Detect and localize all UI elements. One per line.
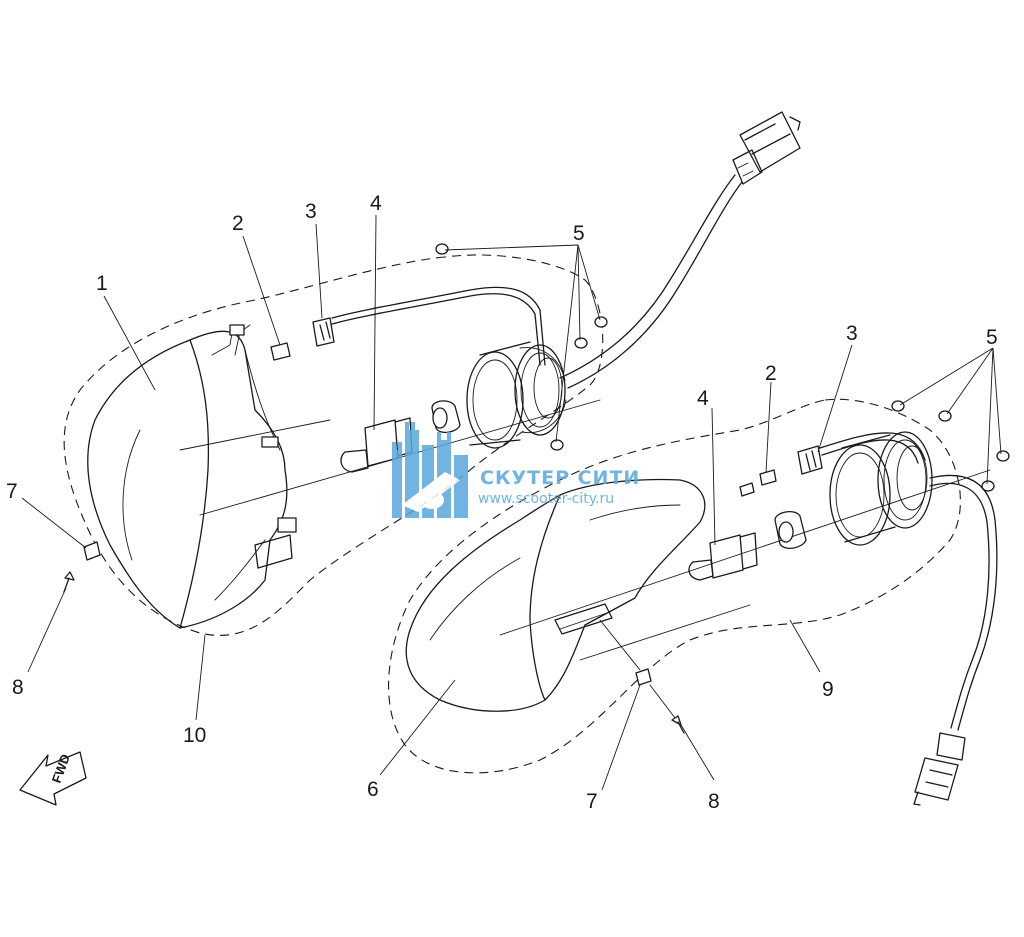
left-lamp-lens-curve: [122, 429, 141, 561]
watermark-title: СКУТЕР СИТИ: [480, 467, 640, 489]
right-lamp-lens-edge: [529, 494, 561, 701]
right-callout-5: 5: [986, 326, 998, 349]
left-callout-10: 10: [183, 724, 206, 747]
left-lamp-lens-edge: [179, 339, 210, 629]
left-headlight-assembly: [63, 111, 801, 636]
right-callout-6: 6: [367, 778, 379, 801]
right-callout-4: 4: [697, 387, 709, 410]
left-assembly-outline: [63, 254, 604, 636]
right-lamp-reflector-slot: [554, 603, 613, 635]
right-dust-cover: [829, 431, 933, 546]
watermark: СКУТЕР СИТИ www.scooter-city.ru: [392, 422, 640, 518]
right-assembly-axis: [499, 469, 991, 636]
left-callout-4: 4: [370, 192, 382, 215]
fwd-label: FWD: [49, 752, 73, 785]
right-bulb-connector: [774, 510, 807, 550]
left-housing-bracket: [254, 534, 293, 569]
right-lamp-contours: [429, 504, 681, 641]
right-callout-2: 2: [765, 362, 777, 385]
left-housing-post-mid: [261, 436, 279, 448]
left-callout-8: 8: [12, 676, 24, 699]
left-nuts: [435, 243, 608, 451]
right-callout-3: 3: [846, 322, 858, 345]
right-axis-aux: [579, 604, 751, 661]
fwd-direction-arrow: FWD: [19, 751, 87, 806]
right-main-bulb: [688, 532, 758, 581]
left-bulb-connector: [431, 400, 461, 434]
left-dust-cover: [466, 341, 567, 449]
right-assembly-outline: [388, 398, 961, 774]
right-clip-axis: [599, 619, 676, 719]
right-callout-8: 8: [708, 790, 720, 813]
right-headlight-assembly: [388, 398, 1010, 806]
right-wiring-harness: [913, 474, 998, 806]
right-housing-post: [739, 482, 755, 497]
left-clip: [83, 541, 101, 561]
right-clip: [635, 668, 652, 686]
left-housing-post-top: [229, 324, 245, 336]
left-callout-1: 1: [96, 272, 108, 295]
watermark-logo-icon: [392, 422, 468, 518]
right-lamp-housing: [405, 478, 706, 712]
right-callout-9: 9: [822, 678, 834, 701]
left-socket-sleeve: [270, 342, 291, 361]
left-callout-7: 7: [6, 480, 18, 503]
left-callout-3: 3: [305, 200, 317, 223]
left-position-lamp-socket: [312, 286, 546, 366]
left-callout-2: 2: [232, 212, 244, 235]
watermark-url: www.scooter-city.ru: [478, 491, 614, 507]
left-housing-adjuster: [277, 517, 297, 533]
right-screw: [671, 715, 685, 734]
left-axis-aux: [179, 419, 331, 451]
left-lamp-body-side: [214, 349, 281, 601]
leader-lines: [21, 214, 1002, 791]
right-callout-7: 7: [586, 790, 598, 813]
right-nuts: [891, 400, 1010, 492]
right-lamp-slot-inner: [559, 611, 611, 630]
callout-numbers: 1 2 3 4 5 7 8 10 2 3 4 5 6 7 8 9: [6, 192, 998, 813]
left-callout-5: 5: [573, 222, 585, 245]
left-lamp-housing: [87, 330, 288, 629]
left-wiring-harness: [559, 111, 801, 389]
right-socket-sleeve: [759, 469, 777, 486]
